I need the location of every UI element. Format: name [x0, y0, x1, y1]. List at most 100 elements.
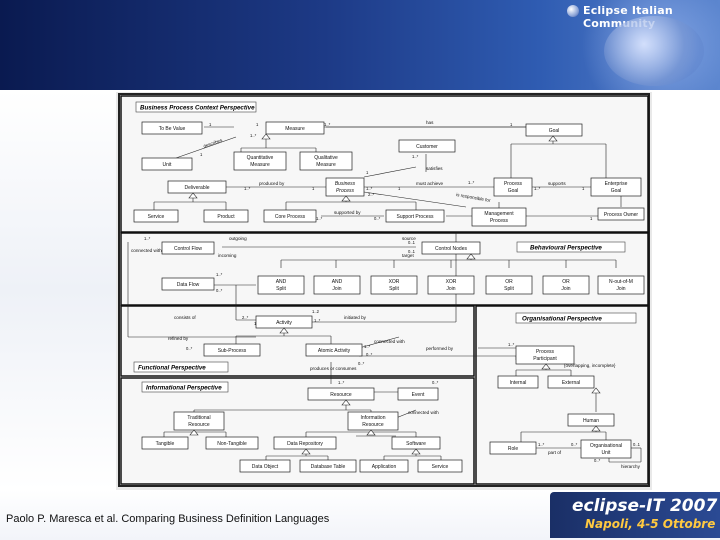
- section-frame-behavioural: [120, 232, 649, 306]
- class-measure: [265, 121, 325, 135]
- class-role: [489, 441, 537, 455]
- mult-4: 1..*: [250, 133, 257, 138]
- class-enterprise-goal: [590, 177, 642, 197]
- label-internal: Internal: [510, 380, 527, 386]
- assoc-overlapping-incomplete: {overlapping, incomplete}: [564, 363, 616, 368]
- label-customer: Customer: [416, 144, 438, 150]
- section-frame-functional: [120, 305, 475, 377]
- class-to-be-value: [141, 121, 203, 135]
- gen-arrow-human: [591, 425, 601, 432]
- label-xor-join-1: XOR: [446, 279, 457, 285]
- class-goal: [525, 123, 583, 137]
- multiplicity-labels: 1 1 1..* 1..* 1 1 1..* 1 1..* 1 1..* 1 1…: [144, 122, 641, 463]
- section-title-informational: Informational Perspective: [146, 385, 222, 392]
- label-control-flow: Control Flow: [174, 246, 202, 252]
- mult-38: 1..2: [312, 309, 320, 314]
- assoc-initiated-by: initiated by: [344, 315, 367, 320]
- title-box-functional: [133, 361, 229, 373]
- label-enterprise-goal-1: Enterprise: [605, 181, 628, 187]
- mult-25: 2..*: [242, 315, 249, 320]
- mult-21: 0..1: [408, 240, 416, 245]
- label-process-goal-2: Goal: [508, 188, 519, 194]
- label-to-be-value: To Be Value: [159, 126, 186, 132]
- generalization-markers: [188, 133, 601, 455]
- class-atomic-activity: [305, 343, 363, 357]
- label-external: External: [562, 380, 580, 386]
- label-organisational-unit-2: Unit: [602, 450, 612, 456]
- label-business-process-2: Process: [336, 188, 355, 194]
- assoc-must-achieve: must achieve: [416, 181, 444, 186]
- mult-26: 1: [254, 321, 257, 326]
- label-process-goal-1: Process: [504, 181, 523, 187]
- class-quantitative-measure: [233, 151, 287, 171]
- assoc-performed-by: performed by: [426, 346, 454, 351]
- class-qualitative-measure: [299, 151, 353, 171]
- class-external: [547, 375, 595, 389]
- gen-arrow-goal: [548, 135, 558, 142]
- mult-16: 0..*: [374, 216, 381, 221]
- slide-caption: Paolo P. Maresca et al. Comparing Busine…: [6, 513, 330, 525]
- class-resource: [307, 387, 375, 401]
- gen-arrow-software: [411, 448, 421, 455]
- class-control-flow: [161, 241, 215, 255]
- label-business-process-1: Business: [335, 181, 356, 187]
- gen-arrow-measure: [261, 133, 271, 140]
- label-traditional-resource-1: Traditional: [187, 415, 210, 421]
- class-product: [203, 209, 249, 223]
- label-and-split-2: Split: [276, 286, 286, 292]
- mult-22: 0..1: [408, 249, 416, 254]
- mult-39: 0..1: [633, 442, 641, 447]
- label-non-tangible: Non-Tangible: [217, 441, 247, 447]
- section-title-organisational: Organisational Perspective: [522, 316, 602, 323]
- label-data-flow: Data Flow: [177, 282, 200, 288]
- event-badge-title: eclipse-IT 2007: [572, 496, 718, 516]
- class-deliverable: [167, 180, 227, 194]
- label-organisational-unit-1: Organisational: [590, 443, 622, 449]
- mult-5: 1: [510, 122, 513, 127]
- mult-15: 1: [582, 186, 585, 191]
- label-support-process: Support Process: [397, 214, 434, 220]
- class-management-process: [471, 207, 527, 227]
- class-human: [567, 413, 615, 427]
- label-or-join-2: Join: [561, 286, 570, 292]
- class-organisational-unit: [580, 439, 632, 459]
- class-or-join: [542, 275, 590, 295]
- assoc-target: target: [402, 253, 414, 258]
- label-application: Application: [372, 464, 397, 470]
- section-title-functional: Functional Perspective: [138, 365, 206, 372]
- label-quantitative-2: Measure: [250, 162, 270, 168]
- label-and-join-2: Join: [332, 286, 341, 292]
- mult-27: 1..*: [314, 318, 321, 323]
- label-activity: Activity: [276, 320, 292, 326]
- mult-37: 0..*: [594, 458, 601, 463]
- label-information-resource-1: Information: [360, 415, 385, 421]
- label-role: Role: [508, 446, 519, 452]
- class-event: [397, 387, 439, 401]
- title-box-bpc: [135, 101, 257, 113]
- label-control-nodes: Control Nodes: [435, 246, 467, 252]
- label-tangible: Tangible: [156, 441, 175, 447]
- label-or-join-1: OR: [562, 279, 570, 285]
- assoc-is-responsible-for: is responsible for: [456, 192, 492, 203]
- class-business-process: [325, 177, 365, 197]
- assoc-produces-or-consumes: produces or consumes: [310, 366, 357, 371]
- mult-35: 1..*: [538, 442, 545, 447]
- gen-arrow-process-participant: [541, 363, 551, 370]
- class-and-join: [313, 275, 361, 295]
- label-management-process-2: Process: [490, 218, 509, 224]
- class-customer: [398, 139, 456, 153]
- metamodel-diagram: Business Process Context Perspective Beh…: [118, 93, 650, 487]
- class-or-split: [485, 275, 533, 295]
- mult-14: 1..*: [534, 186, 541, 191]
- section-title-behavioural: Behavioural Perspective: [530, 245, 602, 252]
- mult-9: 1..*: [412, 154, 419, 159]
- mult-29: 1..*: [364, 344, 371, 349]
- assoc-refined-by: refined by: [168, 336, 189, 341]
- label-measure: Measure: [285, 126, 305, 132]
- class-n-out-of-m-join: [597, 275, 645, 295]
- gen-arrow-activity: [279, 327, 289, 334]
- assoc-satisfies: satisfies: [426, 166, 443, 171]
- label-resource: Resource: [330, 392, 352, 398]
- mult-30: 0..*: [366, 352, 373, 357]
- label-quantitative-1: Quantitative: [247, 155, 274, 161]
